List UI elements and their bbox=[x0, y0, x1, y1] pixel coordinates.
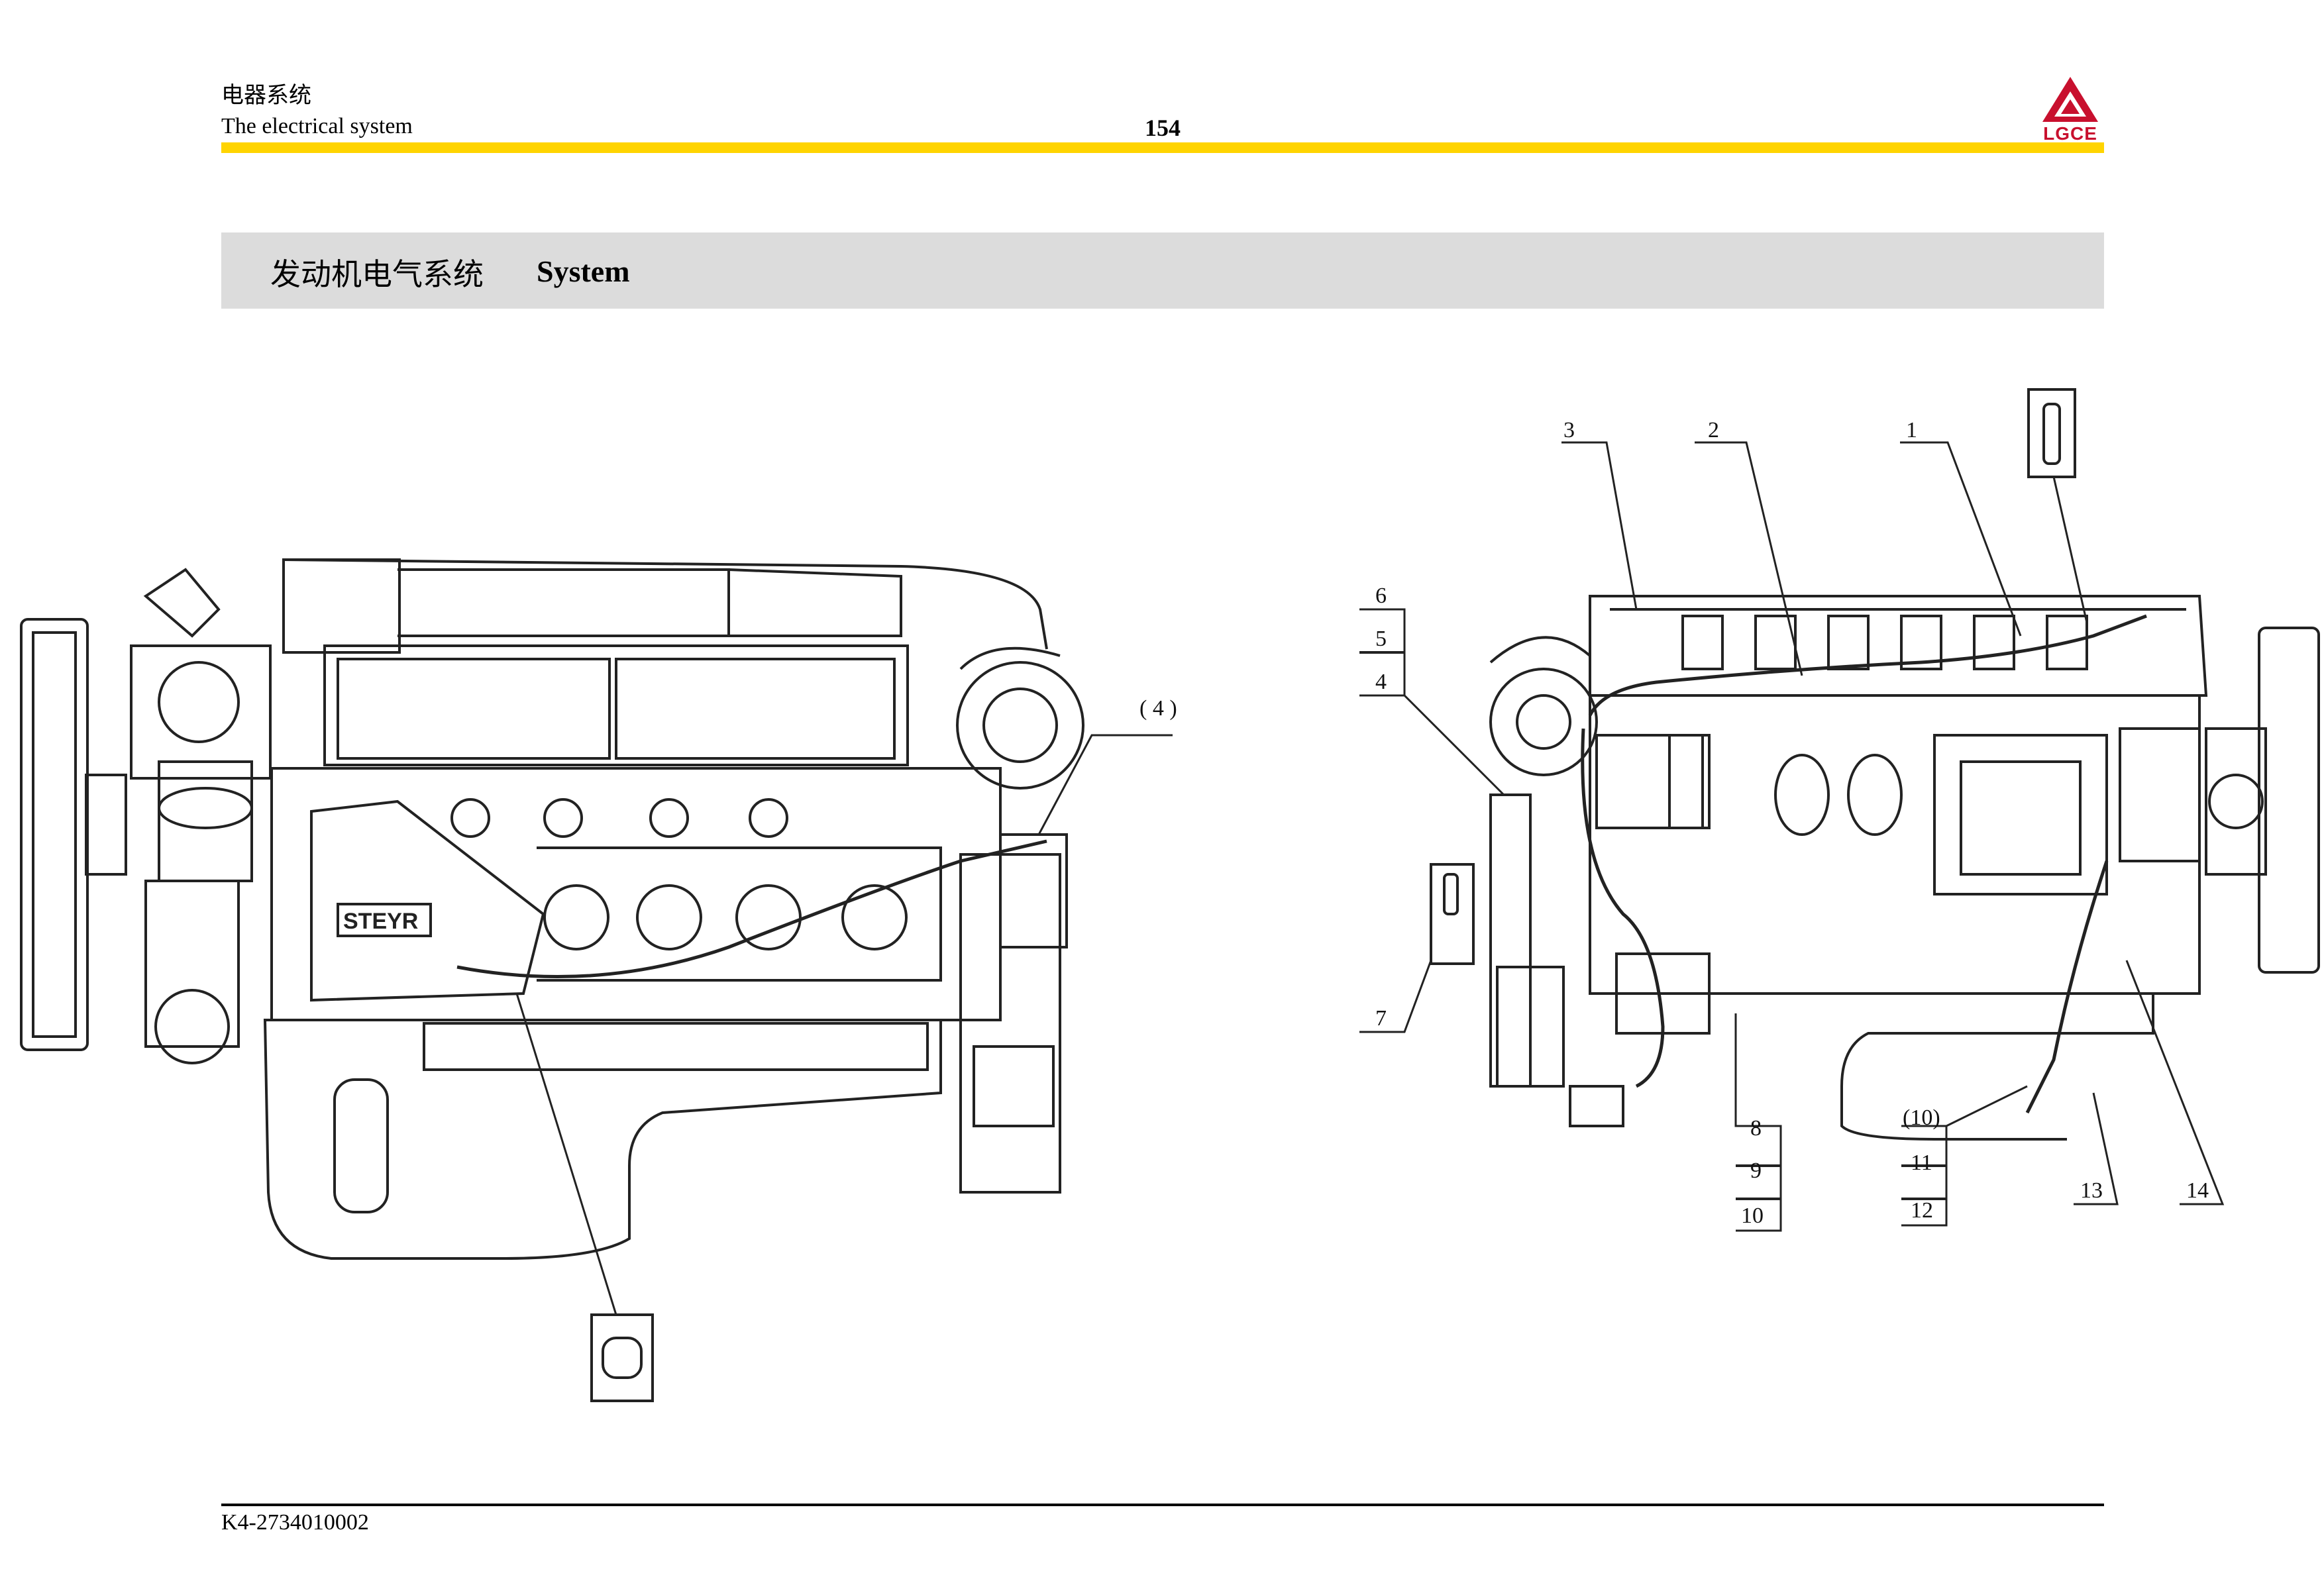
callout-4: 4 bbox=[1375, 670, 1387, 694]
page-number: 154 bbox=[1145, 115, 1181, 141]
callout-1: 1 bbox=[1906, 418, 1917, 442]
chapter-title-en: The electrical system bbox=[221, 114, 413, 138]
callout-8: 8 bbox=[1750, 1116, 1762, 1141]
callout-10: 10 bbox=[1741, 1203, 1764, 1228]
footer-rule bbox=[221, 1504, 2104, 1506]
left-engine-drawing bbox=[20, 558, 1173, 1402]
right-engine-drawing bbox=[1359, 388, 2320, 1232]
callout-11: 11 bbox=[1911, 1150, 1932, 1175]
brand-logo-icon bbox=[2042, 77, 2098, 122]
callout-14: 14 bbox=[2186, 1178, 2209, 1203]
steyr-brand-text: STEYR bbox=[343, 909, 418, 934]
callout-3: 3 bbox=[1563, 418, 1575, 442]
header-rule bbox=[221, 142, 2104, 153]
section-title-cn: 发动机电气系统 bbox=[270, 256, 484, 292]
callout-left-4: ( 4 ) bbox=[1139, 696, 1177, 721]
section-title-en: System bbox=[537, 254, 630, 288]
callout-9: 9 bbox=[1750, 1158, 1762, 1183]
callout-12: 12 bbox=[1911, 1198, 1933, 1223]
callout-2: 2 bbox=[1708, 418, 1719, 442]
callout-5: 5 bbox=[1375, 627, 1387, 651]
callout-6: 6 bbox=[1375, 584, 1387, 608]
chapter-title-cn: 电器系统 bbox=[221, 83, 311, 108]
section-bar bbox=[221, 232, 2104, 309]
callout-7: 7 bbox=[1375, 1006, 1387, 1031]
document-code: K4-2734010002 bbox=[221, 1510, 369, 1535]
brand-logo-text: LGCE bbox=[2043, 123, 2097, 144]
callout-10-paren: (10) bbox=[1903, 1105, 1940, 1130]
callout-13: 13 bbox=[2080, 1178, 2103, 1203]
